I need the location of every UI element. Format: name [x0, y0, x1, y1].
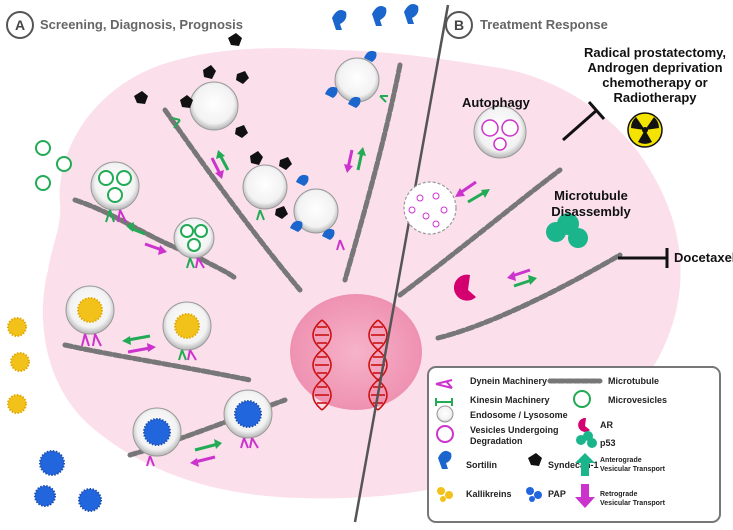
motor-proteins: [81, 95, 388, 467]
dna-helix-icon: [312, 319, 332, 411]
treatment-label-3: chemotherapy or: [602, 75, 707, 90]
p53: [546, 213, 588, 248]
legend-pap: PAP: [548, 489, 566, 499]
inhibition-symbol: [562, 101, 669, 268]
panel-b-letter: B: [454, 17, 464, 33]
microtubule-label: Microtubule: [554, 188, 628, 203]
panel-b-title: Treatment Response: [480, 17, 608, 32]
legend-retrograde-2: Vesicular Transport: [600, 500, 666, 507]
kallikreins-icon: [437, 487, 453, 502]
legend-microtubule: Microtubule: [608, 376, 659, 386]
syndecan-1: [134, 33, 242, 104]
radiation-icon: [627, 112, 663, 148]
transport-arrows: [122, 147, 366, 467]
panel-a-title: Screening, Diagnosis, Prognosis: [40, 17, 243, 32]
kallikreins: [7, 317, 30, 414]
legend-kinesin: Kinesin Machinery: [470, 395, 550, 405]
treatment-label-1: Radical prostatectomy,: [584, 45, 726, 60]
microvesicle: [35, 140, 72, 191]
endosome-with-microvesicles: [173, 217, 215, 259]
legend-endosome: Endosome / Lysosome: [470, 410, 568, 420]
microvesicle-icon: [573, 390, 591, 408]
legend-sortilin: Sortilin: [466, 460, 497, 470]
nucleus: [290, 294, 422, 410]
legend-kallikreins: Kallikreins: [466, 489, 512, 499]
kinesin-icon: [435, 398, 453, 406]
endosome-sortilin: [325, 50, 380, 108]
endosome-icon: [436, 405, 454, 423]
legend-degradation-2: Degradation: [470, 436, 523, 446]
transport-arrows: [455, 180, 537, 288]
legend-retrograde-1: Retrograde: [600, 491, 637, 498]
panel-a-letter: A: [15, 17, 25, 33]
p53-icon: [576, 431, 597, 448]
legend-anterograde-2: Vesicular Transport: [600, 466, 666, 473]
panel-a-badge: [6, 11, 34, 39]
degradation-icon: [436, 425, 454, 443]
ar-icon: [578, 417, 590, 432]
endosome-syndecan: [180, 65, 249, 138]
endosome-with-microvesicles: [90, 161, 140, 211]
legend-degradation-1: Vesicles Undergoing: [470, 425, 559, 435]
legend-microvesicles: Microvesicles: [608, 395, 667, 405]
pap-icon: [526, 487, 542, 502]
dna-helix-icon: [368, 319, 388, 411]
endosome-kallikreins: [65, 285, 115, 335]
sortilin-icon: [438, 450, 452, 469]
sortilin: [332, 4, 419, 30]
endosome-pap: [223, 389, 273, 439]
legend-anterograde-1: Anterograde: [600, 457, 642, 464]
docetaxel-label: Docetaxel: [674, 250, 733, 265]
dynein-icon: [435, 379, 453, 389]
legend-ar: AR: [600, 420, 613, 430]
autophagy-label: Autophagy: [462, 95, 531, 110]
legend-dynein: Dynein Machinery: [470, 376, 547, 386]
autophagy-vesicle: [473, 105, 527, 159]
legend-box: [427, 366, 721, 523]
treatment-label-2: Androgen deprivation: [587, 60, 722, 75]
anterograde-arrow-icon: [575, 453, 595, 476]
endosome-syndecan: [242, 151, 292, 219]
treatment-label-4: Radiotherapy: [613, 90, 697, 105]
syndecan-icon: [528, 453, 542, 466]
ar: [453, 274, 476, 301]
legend-p53: p53: [600, 438, 616, 448]
endosome-pap: [132, 407, 182, 457]
disassembly-label: Disassembly: [551, 204, 631, 219]
endosome-kallikreins: [162, 301, 212, 351]
panel-divider: [353, 4, 450, 523]
endosome-sortilin: [290, 174, 339, 240]
degrading-vesicle: [403, 181, 457, 235]
retrograde-arrow-icon: [575, 484, 595, 508]
legend-syndecan: Syndecan-1: [548, 460, 599, 470]
pap: [34, 450, 102, 512]
panel-b-badge: [445, 11, 473, 39]
